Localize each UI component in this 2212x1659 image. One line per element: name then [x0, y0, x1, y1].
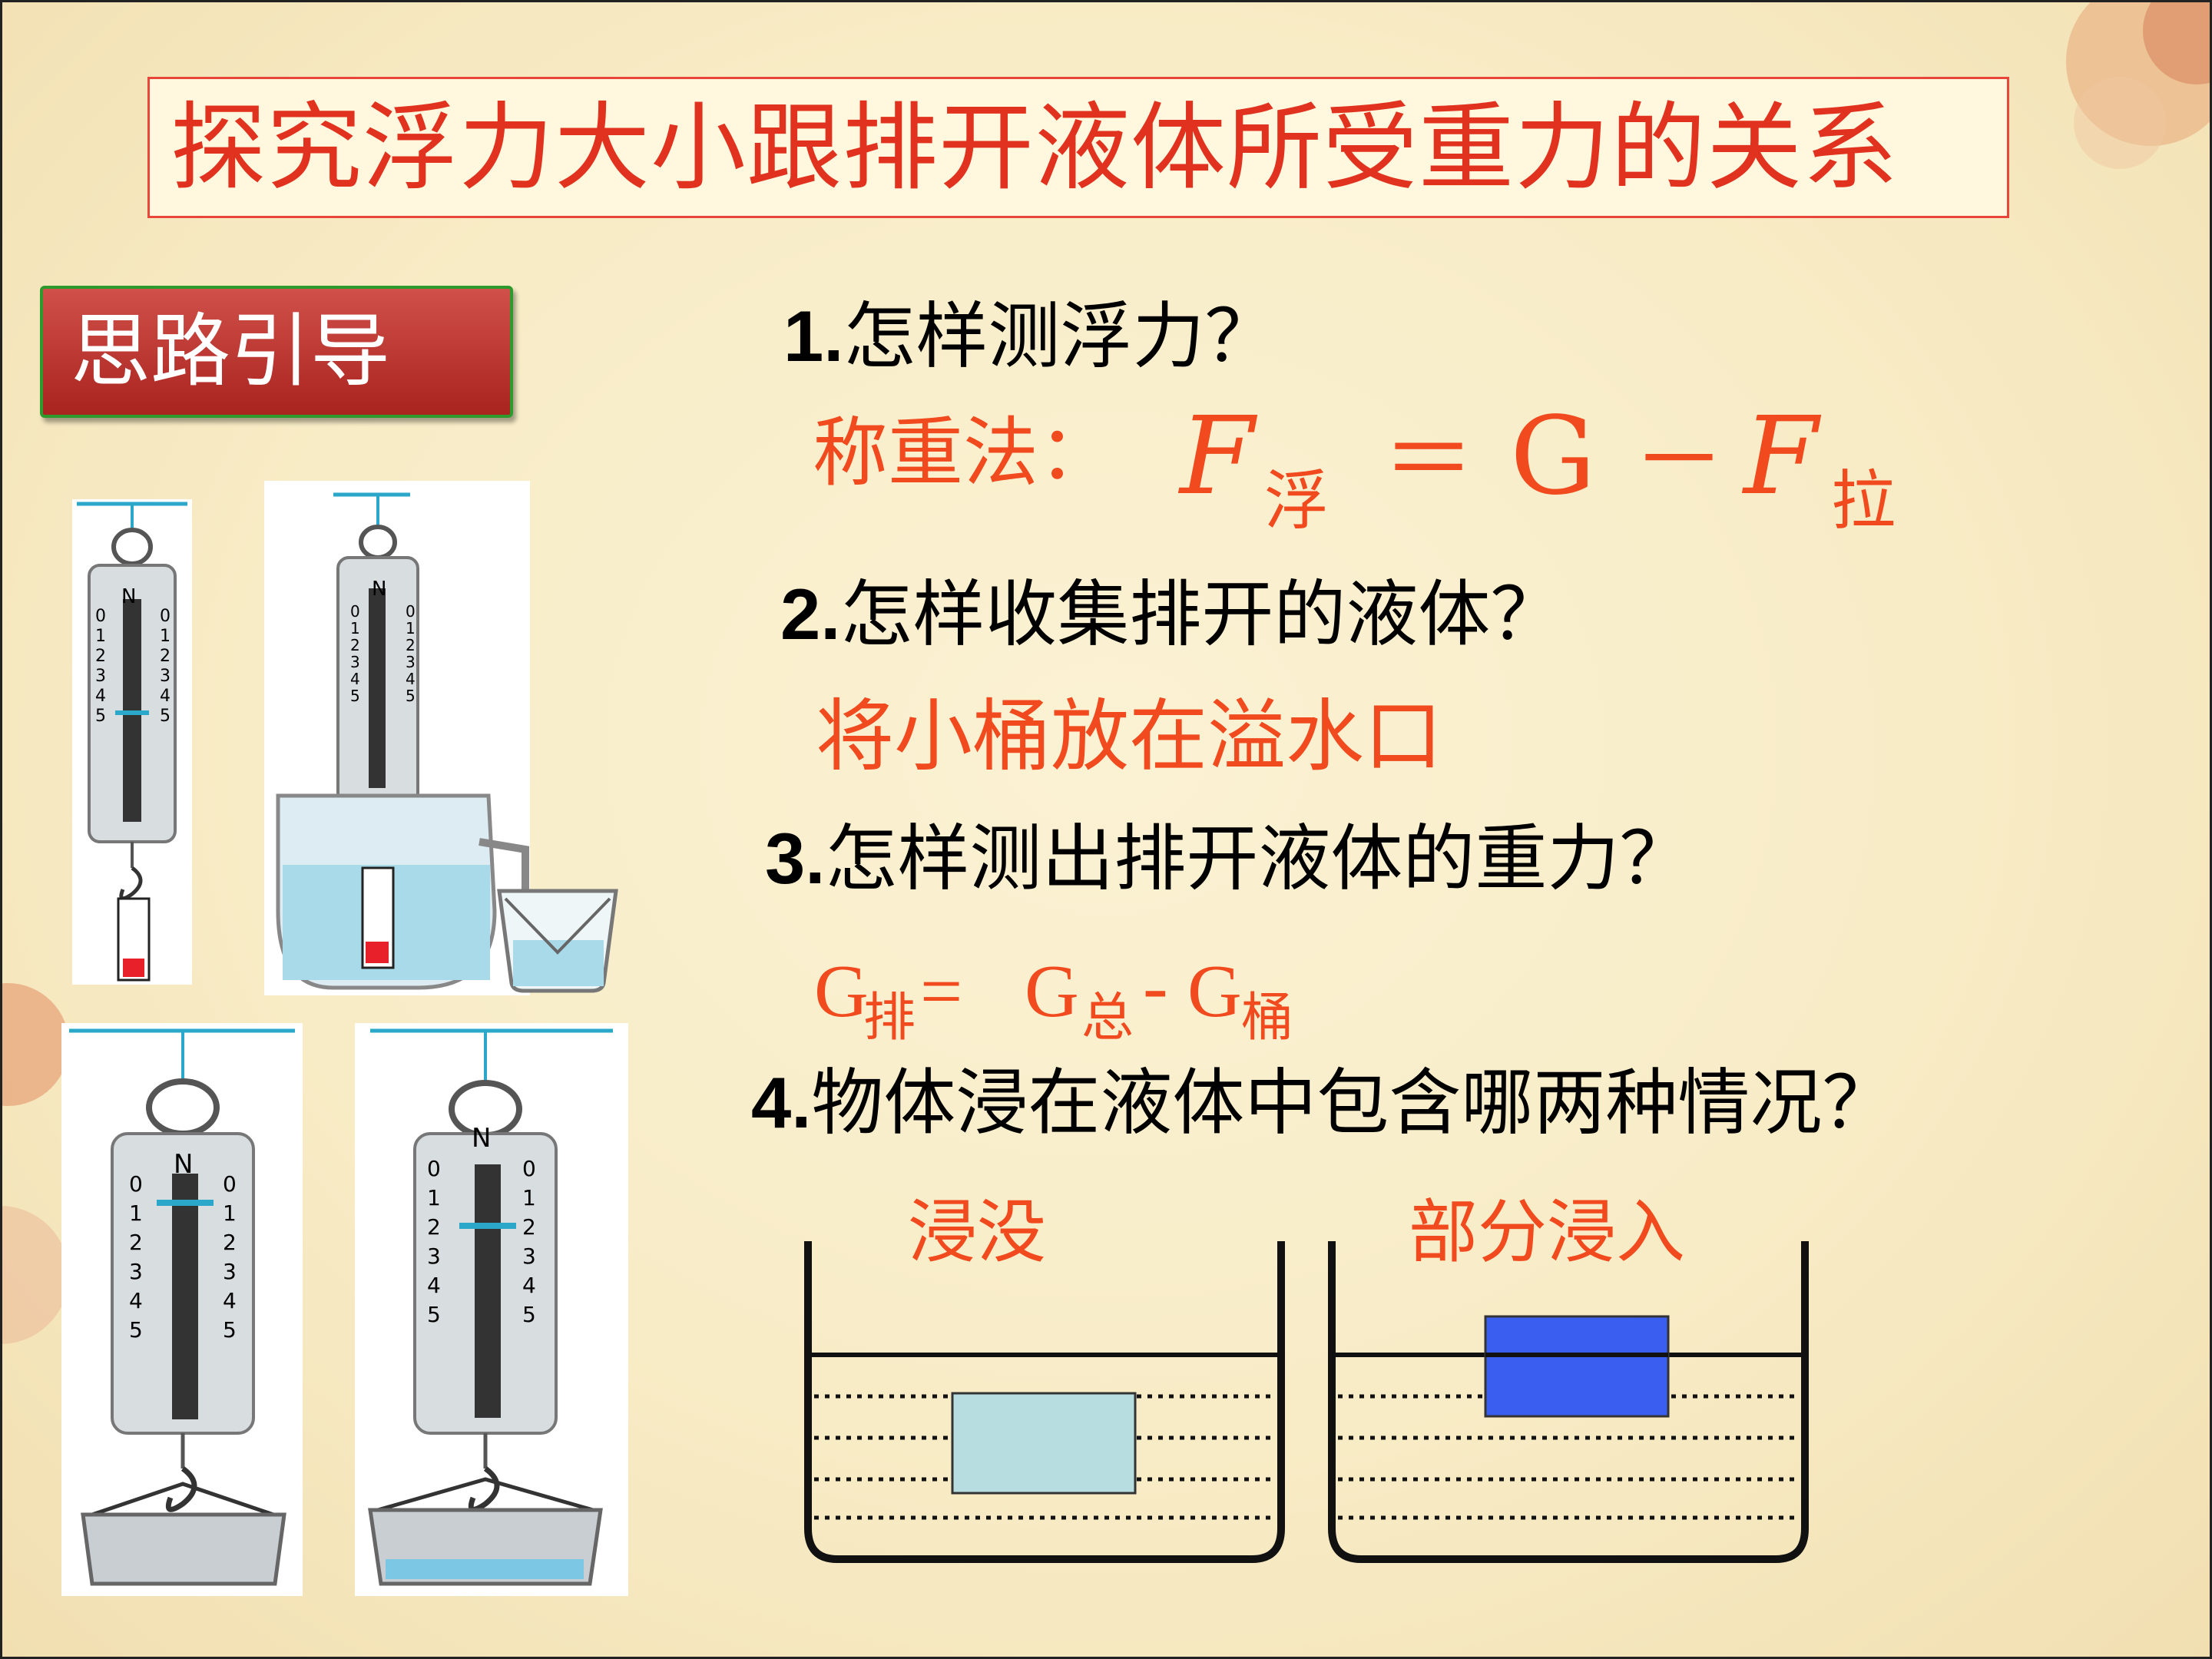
formula-f-symbol: F — [1180, 394, 1255, 519]
scale-tick-label: 0 — [522, 1156, 536, 1181]
scale-tick-label: 1 — [522, 1185, 536, 1210]
answer-3-g3: G — [1187, 950, 1242, 1033]
scale-tick-label: 3 — [522, 1243, 536, 1269]
question-1: 1.怎样测浮力？ — [783, 290, 1277, 383]
answer-3-sub-zong: 总 — [1081, 988, 1134, 1048]
question-2: 2.怎样收集排开的液体？ — [780, 568, 1562, 661]
scale-tick-label: 4 — [223, 1288, 237, 1313]
scale-tick-label: 4 — [129, 1288, 143, 1313]
flower-decoration-icon — [2066, 0, 2212, 169]
scale-tick-label: 5 — [522, 1302, 536, 1327]
scale-tick-label: 3 — [406, 653, 416, 671]
answer-3-minus: - — [1143, 945, 1168, 1028]
scale-tick-label: 2 — [350, 636, 360, 654]
scale-tick-label: 0 — [129, 1171, 143, 1197]
scale-tick-label: 0 — [406, 602, 416, 621]
question-3-text: 怎样测出排开液体的重力？ — [825, 817, 1692, 901]
answer-3-sub-pai: 排 — [863, 988, 916, 1048]
scale-tick-label: 2 — [406, 636, 416, 654]
scale-tick-label: 3 — [129, 1259, 143, 1284]
scale-tick-label: 3 — [427, 1243, 441, 1269]
question-4: 4.物体浸在液体中包含哪两种情况？ — [751, 1057, 1894, 1150]
scale-tick-label: 3 — [223, 1259, 237, 1284]
flower-decoration-icon — [0, 983, 69, 1344]
scale-tick-label: 4 — [406, 670, 416, 688]
scale-tick-label: 5 — [223, 1317, 237, 1343]
formula-sub-fu: 浮 — [1264, 463, 1330, 538]
scale-tick-label: 5 — [427, 1302, 441, 1327]
scale-tick-label: 4 — [522, 1273, 536, 1298]
formula-f2-symbol: F — [1743, 394, 1819, 519]
case-label-submerged: 浸没 — [908, 1192, 1046, 1273]
scale-tick-label: 0 — [350, 602, 360, 621]
scale-tick-label: 2 — [427, 1214, 441, 1240]
question-1-number: 1. — [783, 296, 844, 376]
scale-tick-label: 4 — [427, 1273, 441, 1298]
scale-tick-label: 2 — [129, 1230, 143, 1255]
scale-tick-label: 1 — [406, 619, 416, 637]
scale-tick-label: 3 — [160, 667, 171, 686]
scale-tick-label: 0 — [223, 1171, 237, 1197]
scale-tick-label: 0 — [95, 607, 106, 626]
question-3: 3.怎样测出排开液体的重力？ — [765, 813, 1691, 906]
scale-tick-label: 5 — [406, 687, 416, 705]
scale-tick-label: 5 — [95, 707, 106, 726]
bucket-icon — [497, 889, 618, 993]
scale-tick-label: 2 — [522, 1214, 536, 1240]
answer-1-method: 称重法： — [813, 409, 1114, 497]
scale-tick-label: 1 — [427, 1185, 441, 1210]
formula-g-symbol: G — [1510, 394, 1596, 519]
spring-scale-icon — [368, 1028, 613, 1586]
scale-tick-label: 5 — [160, 707, 171, 726]
beaker-icon — [276, 492, 529, 990]
answer-3-g1: G — [814, 950, 869, 1033]
answer-3-g2: G — [1025, 950, 1079, 1033]
scale-tick-label: 4 — [160, 687, 171, 706]
formula-minus: － — [1633, 407, 1725, 514]
scale-tick-label: 2 — [223, 1230, 237, 1255]
question-2-number: 2. — [780, 574, 841, 654]
answer-3-sub-tong: 桶 — [1241, 988, 1294, 1048]
scale-tick-label: 2 — [160, 647, 171, 666]
scale-tick-label: 1 — [95, 627, 106, 646]
scale-tick-label: 3 — [350, 653, 360, 671]
question-2-text: 怎样收集排开的液体？ — [840, 573, 1563, 657]
guide-button[interactable] — [40, 286, 513, 418]
scale-tick-label: 0 — [160, 607, 171, 626]
answer-2: 将小桶放在溢水口 — [816, 691, 1442, 783]
scale-unit-label: N — [372, 578, 387, 601]
formula-equals: ＝ — [1382, 407, 1475, 514]
container-icon — [1328, 1241, 1809, 1563]
container-icon — [804, 1241, 1285, 1563]
title-box — [147, 77, 2009, 218]
scale-tick-label: 5 — [350, 687, 360, 705]
scale-tick-label: 1 — [129, 1200, 143, 1226]
scale-unit-label: N — [121, 585, 137, 608]
scale-tick-label: 4 — [95, 687, 106, 706]
question-3-number: 3. — [765, 818, 826, 899]
spring-scale-icon — [77, 502, 187, 982]
scale-unit-label: N — [472, 1123, 492, 1154]
scale-tick-label: 1 — [223, 1200, 237, 1226]
scale-unit-label: N — [174, 1149, 194, 1180]
scale-tick-label: 1 — [350, 619, 360, 637]
case-label-partial: 部分浸入 — [1409, 1192, 1685, 1273]
formula-sub-la: 拉 — [1831, 463, 1896, 538]
guide-button-label: 思路引导 — [71, 304, 391, 398]
question-4-number: 4. — [751, 1062, 812, 1143]
page-title: 探究浮力大小跟排开液体所受重力的关系 — [171, 93, 1899, 204]
scale-tick-label: 0 — [427, 1156, 441, 1181]
scale-tick-label: 1 — [160, 627, 171, 646]
scale-tick-label: 2 — [95, 647, 106, 666]
answer-3-eq: = — [920, 950, 963, 1033]
scale-tick-label: 5 — [129, 1317, 143, 1343]
scale-tick-label: 4 — [350, 670, 360, 688]
scale-tick-label: 3 — [95, 667, 106, 686]
spring-scale-icon — [69, 1028, 295, 1586]
question-1-text: 怎样测浮力？ — [843, 295, 1277, 379]
question-4-text: 物体浸在液体中包含哪两种情况？ — [811, 1061, 1895, 1145]
